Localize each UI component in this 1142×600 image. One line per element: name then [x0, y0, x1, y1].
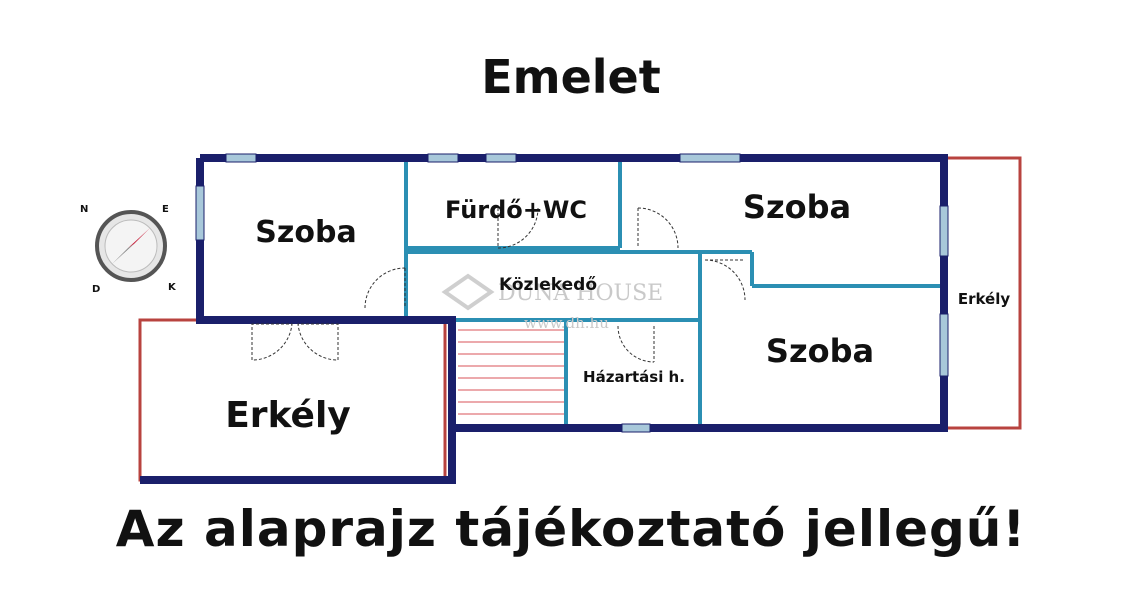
stairs — [458, 329, 566, 415]
doors — [251, 207, 746, 363]
room-label-szoba-bottom-right: Szoba — [766, 332, 874, 370]
room-label-erkely-left: Erkély — [225, 395, 351, 436]
room-label-kozlekedo: Közlekedő — [499, 275, 597, 295]
compass-needle-south — [112, 244, 134, 264]
room-label-szoba-left: Szoba — [255, 215, 356, 250]
room-label-hazartasi: Házartási h. — [583, 368, 685, 386]
house-logo-icon — [441, 273, 495, 311]
watermark-brand: DUNA HOUSE — [498, 281, 663, 306]
compass: N E D K — [80, 204, 177, 295]
page-title: Emelet — [481, 50, 661, 104]
windows — [195, 153, 949, 433]
compass-n: N — [80, 204, 88, 215]
compass-e: E — [162, 204, 169, 215]
outer-walls — [140, 154, 948, 484]
watermark-url: www.dh.hu — [524, 314, 609, 332]
room-label-furdo-wc: Fürdő+WC — [445, 196, 587, 224]
compass-k: K — [168, 282, 177, 293]
watermark: DUNA HOUSE www.dh.hu — [441, 273, 663, 332]
compass-d: D — [92, 284, 100, 295]
room-label-szoba-top-right: Szoba — [743, 188, 851, 226]
inner-walls — [404, 160, 942, 426]
disclaimer: Az alaprajz tájékoztató jellegű! — [115, 500, 1027, 558]
room-label-erkely-right: Erkély — [958, 290, 1011, 308]
compass-needle-north — [128, 228, 150, 248]
balcony-right-outline — [945, 156, 1022, 430]
